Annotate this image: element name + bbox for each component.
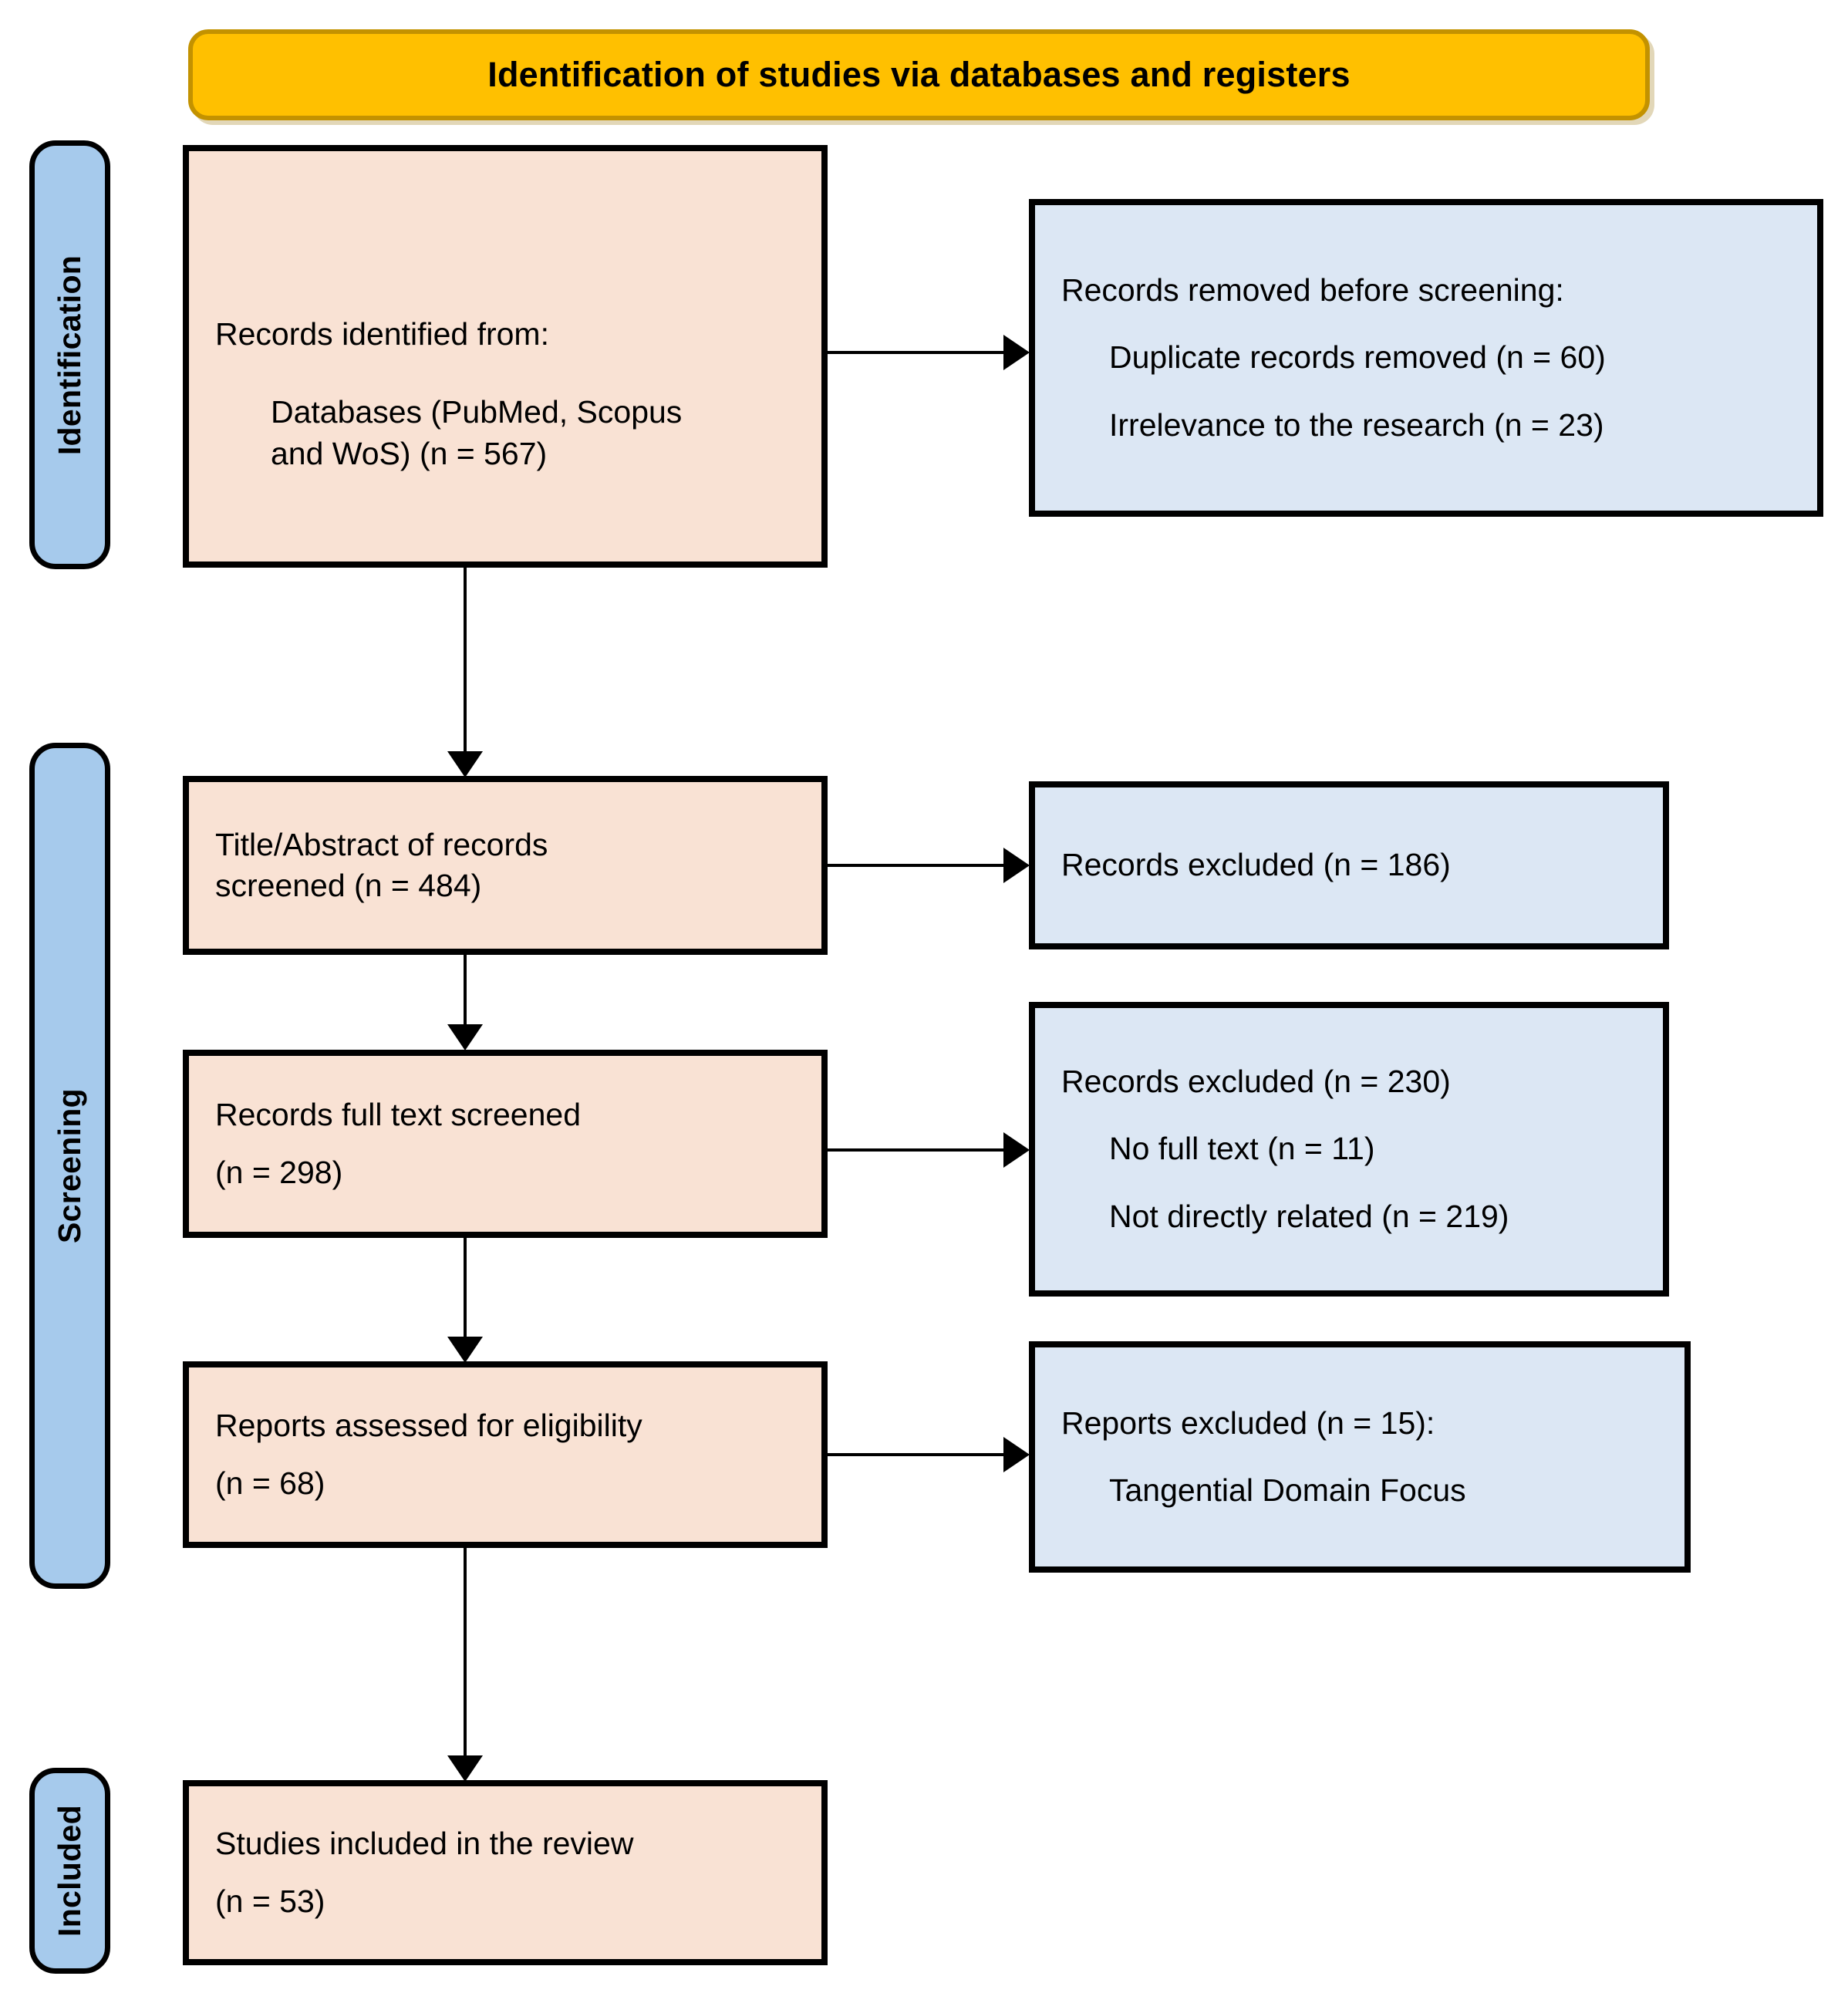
arrow-shaft xyxy=(828,864,1007,867)
box-records-excluded-230: Records excluded (n = 230) No full text … xyxy=(1029,1002,1669,1297)
diagram-header-banner: Identification of studies via databases … xyxy=(188,29,1650,120)
stage-label-screening: Screening xyxy=(29,743,110,1589)
eligibility-line2: (n = 68) xyxy=(215,1465,325,1501)
box-reports-excluded-15: Reports excluded (n = 15): Tangential Do… xyxy=(1029,1341,1691,1573)
box-title-abstract-screened: Title/Abstract of records screened (n = … xyxy=(183,776,828,955)
box-records-identified: Records identified from: Databases (PubM… xyxy=(183,145,828,568)
records-excluded-230-no-full-text: No full text (n = 11) xyxy=(1109,1131,1375,1167)
arrow-identified-to-title-abstract xyxy=(447,568,483,777)
box-studies-included: Studies included in the review (n = 53) xyxy=(183,1780,828,1965)
arrow-identified-to-records-removed xyxy=(828,335,1030,370)
spacer xyxy=(1061,1444,1658,1470)
arrow-shaft xyxy=(828,351,1007,354)
records-identified-source-line1: Databases (PubMed, Scopus xyxy=(271,394,683,430)
records-identified-heading-rest: identified from: xyxy=(332,316,549,352)
stage-label-included-text: Included xyxy=(52,1805,87,1937)
stage-label-identification-text: Identification xyxy=(52,255,87,455)
title-abstract-line2: screened (n = 484) xyxy=(215,868,482,903)
records-removed-heading-tail: : xyxy=(1555,272,1564,309)
arrow-shaft xyxy=(828,1453,1007,1456)
spacer xyxy=(1061,1102,1637,1128)
box-records-excluded-186: Records excluded (n = 186) xyxy=(1029,781,1669,949)
studies-included-line2: (n = 53) xyxy=(215,1883,325,1919)
title-abstract-line1: Title/Abstract of records xyxy=(215,826,548,862)
box-records-removed-before-screening: Records removed before screening: Duplic… xyxy=(1029,199,1823,517)
spacer xyxy=(215,355,795,392)
arrow-shaft xyxy=(464,568,467,754)
records-removed-irrelevance: Irrelevance to the research (n = 23) xyxy=(1109,406,1604,443)
arrow-head-down-icon xyxy=(447,1755,483,1782)
arrow-head-right-icon xyxy=(1003,335,1030,370)
arrow-full-text-to-eligibility xyxy=(447,1238,483,1363)
studies-included-line1: Studies included in the review xyxy=(215,1825,634,1861)
arrow-head-down-icon xyxy=(447,751,483,777)
arrow-shaft xyxy=(828,1148,1007,1152)
spacer xyxy=(215,1135,795,1152)
records-identified-heading-italic: Records xyxy=(215,316,333,352)
arrow-title-abstract-to-full-text xyxy=(447,955,483,1050)
arrow-eligibility-to-studies-included xyxy=(447,1548,483,1782)
stage-label-screening-text: Screening xyxy=(52,1088,87,1243)
arrow-head-down-icon xyxy=(447,1337,483,1363)
arrow-head-right-icon xyxy=(1003,1132,1030,1168)
box-records-full-text-screened: Records full text screened (n = 298) xyxy=(183,1050,828,1238)
records-removed-heading-italic: before screening xyxy=(1319,272,1556,309)
spacer xyxy=(1061,379,1791,405)
stage-label-identification: Identification xyxy=(29,140,110,569)
records-removed-duplicates: Duplicate records removed (n = 60) xyxy=(1109,339,1606,376)
records-excluded-230-heading: Records excluded (n = 230) xyxy=(1061,1064,1451,1100)
full-text-line2: (n = 298) xyxy=(215,1155,343,1190)
spacer xyxy=(1061,1170,1637,1196)
box-reports-assessed-eligibility: Reports assessed for eligibility (n = 68… xyxy=(183,1361,828,1548)
spacer xyxy=(215,1864,795,1881)
reports-excluded-15-heading: Reports excluded (n = 15): xyxy=(1061,1405,1435,1441)
spacer xyxy=(215,1446,795,1463)
arrow-shaft xyxy=(464,955,467,1027)
arrow-head-right-icon xyxy=(1003,848,1030,883)
full-text-line1: Records full text screened xyxy=(215,1096,582,1132)
arrow-head-right-icon xyxy=(1003,1437,1030,1472)
reports-excluded-15-reason: Tangential Domain Focus xyxy=(1109,1472,1466,1508)
records-excluded-186-text: Records excluded (n = 186) xyxy=(1061,847,1451,883)
records-identified-source-line2: and WoS) (n = 567) xyxy=(271,435,548,471)
arrow-head-down-icon xyxy=(447,1024,483,1050)
arrow-eligibility-to-reports-excluded-15 xyxy=(828,1437,1030,1472)
arrow-full-text-to-excluded-230 xyxy=(828,1132,1030,1168)
records-excluded-230-not-related: Not directly related (n = 219) xyxy=(1109,1198,1509,1234)
arrow-shaft xyxy=(464,1238,467,1340)
records-removed-heading-plain: Records removed xyxy=(1061,272,1320,309)
eligibility-line1: Reports assessed for eligibility xyxy=(215,1407,642,1443)
records-removed-heading: Records removed before screening: xyxy=(1061,270,1791,311)
arrow-title-abstract-to-excluded-186 xyxy=(828,848,1030,883)
records-identified-heading: Records identified from: xyxy=(215,314,795,355)
stage-label-included: Included xyxy=(29,1768,110,1974)
diagram-title: Identification of studies via databases … xyxy=(487,55,1351,95)
arrow-shaft xyxy=(464,1548,467,1759)
spacer xyxy=(1061,311,1791,337)
